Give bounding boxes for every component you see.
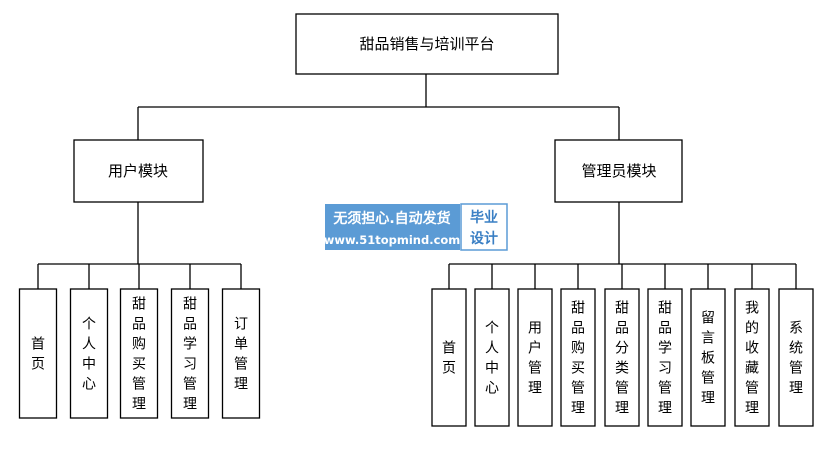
leaf-box xyxy=(18,288,58,419)
watermark-line1: 无须担心.自动发货 xyxy=(332,210,450,227)
leaf-label: 订单管理 xyxy=(234,317,248,393)
leaf-node: 系统管理 xyxy=(778,288,814,427)
leaf-label: 我的收藏管理 xyxy=(745,301,759,417)
leaf-box xyxy=(560,288,596,427)
watermark: 无须担心.自动发货 www.51topmind.com 毕业 设计 xyxy=(324,203,508,251)
watermark-badge-line1: 毕业 xyxy=(470,209,498,226)
leaf-node: 甜品学习管理 xyxy=(647,288,683,427)
leaf-label: 留言板管理 xyxy=(701,311,715,407)
leaf-label: 甜品购买管理 xyxy=(571,301,585,417)
leaf-label: 用户管理 xyxy=(528,321,542,397)
leaf-label: 首页 xyxy=(442,341,456,377)
leaf-node: 甜品学习管理 xyxy=(170,288,210,419)
leaf-label: 甜品购买管理 xyxy=(132,297,146,413)
leaf-box xyxy=(517,288,553,427)
leaf-box xyxy=(221,288,261,419)
connectors xyxy=(37,74,797,289)
watermark-line2: www.51topmind.com xyxy=(324,233,461,247)
leaf-node: 首页 xyxy=(431,288,467,427)
leaf-node: 甜品分类管理 xyxy=(604,288,640,427)
admin-module-children: 首页 个人中心 用户管理 甜品购买管理 甜品分类管理 甜品学习管理 留言板管理 我的收藏管理 系… xyxy=(431,288,814,427)
leaf-box xyxy=(431,288,467,427)
leaf-node: 用户管理 xyxy=(517,288,553,427)
leaf-label: 甜品学习管理 xyxy=(183,297,197,413)
leaf-node: 甜品购买管理 xyxy=(560,288,596,427)
leaf-node: 我的收藏管理 xyxy=(734,288,770,427)
leaf-node: 甜品购买管理 xyxy=(119,288,159,419)
branch-label-admin: 管理员模块 xyxy=(581,162,656,180)
leaf-label: 个人中心 xyxy=(82,317,96,393)
root-label: 甜品销售与培训平台 xyxy=(359,35,494,53)
leaf-node: 留言板管理 xyxy=(690,288,726,427)
root-node: 甜品销售与培训平台 xyxy=(295,13,559,75)
leaf-box xyxy=(119,288,159,419)
watermark-badge-line2: 设计 xyxy=(470,230,498,247)
leaf-box xyxy=(734,288,770,427)
branch-node-user: 用户模块 xyxy=(73,139,204,203)
leaf-box xyxy=(647,288,683,427)
leaf-box xyxy=(690,288,726,427)
leaf-label: 甜品分类管理 xyxy=(615,301,629,417)
leaf-label: 首页 xyxy=(31,337,45,373)
leaf-box xyxy=(604,288,640,427)
user-module-children: 首页 个人中心 甜品购买管理 甜品学习管理 订单管理 xyxy=(18,288,261,419)
leaf-node: 订单管理 xyxy=(221,288,261,419)
leaf-box xyxy=(474,288,510,427)
leaf-label: 系统管理 xyxy=(789,321,803,397)
leaf-box xyxy=(778,288,814,427)
leaf-label: 甜品学习管理 xyxy=(658,301,672,417)
leaf-box xyxy=(170,288,210,419)
branch-label-user: 用户模块 xyxy=(108,162,168,180)
leaf-box xyxy=(69,288,109,419)
leaf-node: 首页 xyxy=(18,288,58,419)
leaf-label: 个人中心 xyxy=(485,321,499,397)
branch-node-admin: 管理员模块 xyxy=(554,139,683,203)
leaf-node: 个人中心 xyxy=(69,288,109,419)
leaf-node: 个人中心 xyxy=(474,288,510,427)
